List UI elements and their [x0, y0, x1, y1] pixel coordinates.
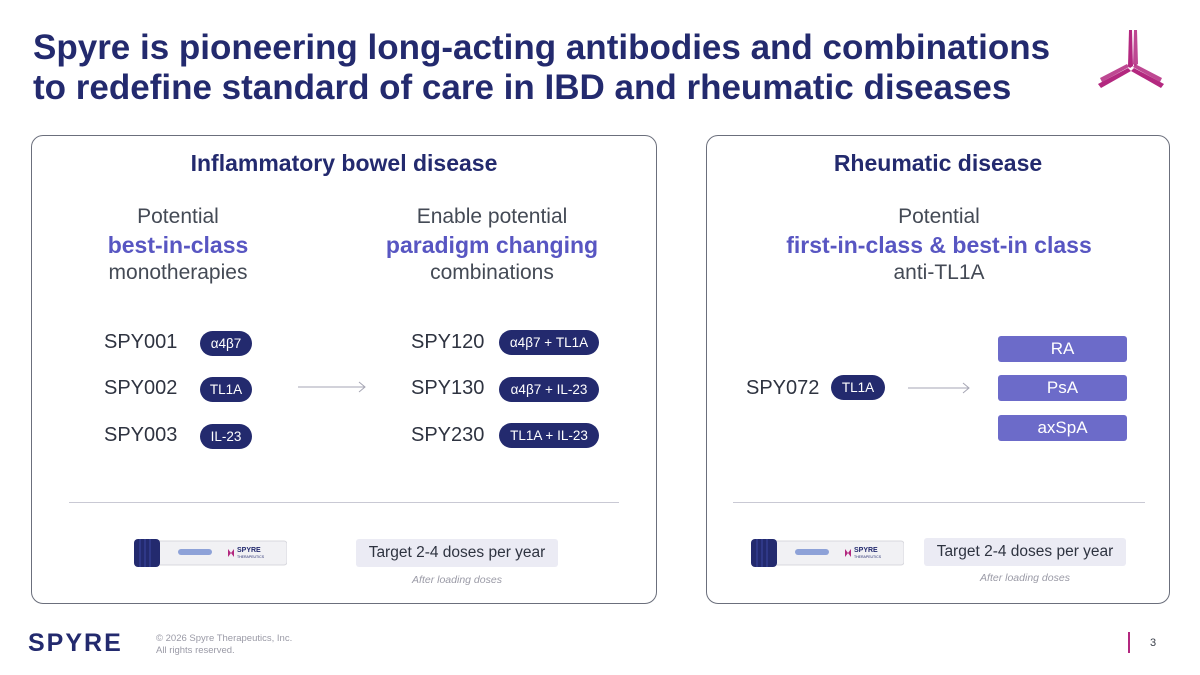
page-title: Spyre is pioneering long-acting antibodi…	[33, 28, 1093, 108]
rheum-line1: Potential	[898, 205, 980, 228]
arrow-right-icon	[298, 381, 366, 393]
ibd-combo-header: Enable potential paradigm changing combi…	[352, 203, 632, 287]
rheum-divider	[733, 502, 1145, 503]
ibd-mono-line3: monotherapies	[108, 261, 248, 284]
ibd-dose-target: Target 2-4 doses per year	[356, 539, 558, 567]
copyright: © 2026 Spyre Therapeutics, Inc. All righ…	[156, 633, 292, 657]
rheum-dose-target: Target 2-4 doses per year	[924, 538, 1126, 566]
indication-box: axSpA	[998, 415, 1127, 441]
footer-logo: SPYRE	[28, 629, 123, 657]
mono-target-pill: TL1A	[200, 377, 252, 402]
rheum-line3: anti-TL1A	[893, 261, 985, 284]
mono-drug-name: SPY002	[104, 377, 178, 399]
ibd-panel: Inflammatory bowel disease Potential bes…	[31, 135, 657, 604]
rheum-dose-note: After loading doses	[980, 572, 1070, 584]
copyright-line-1: © 2026 Spyre Therapeutics, Inc.	[156, 633, 293, 644]
svg-text:THERAPEUTICS: THERAPEUTICS	[854, 555, 882, 559]
indication-box: PsA	[998, 375, 1127, 401]
svg-text:SPYRE: SPYRE	[237, 547, 261, 554]
arrow-right-icon	[908, 382, 970, 394]
combo-target-pill: α4β7 + IL-23	[499, 377, 599, 402]
combo-target-pill: α4β7 + TL1A	[499, 330, 599, 355]
title-line-1: Spyre is pioneering long-acting antibodi…	[33, 28, 1051, 67]
combo-drug-name: SPY230	[411, 424, 485, 446]
spyre-logo-mark-icon	[1098, 30, 1164, 88]
rheum-drug-name: SPY072	[746, 377, 820, 399]
combo-target-pill: TL1A + IL-23	[499, 423, 599, 448]
footer-accent-bar	[1128, 632, 1130, 653]
ibd-divider	[69, 502, 619, 503]
mono-target-pill: IL-23	[200, 424, 252, 449]
ibd-heading: Inflammatory bowel disease	[190, 150, 498, 176]
page-number: 3	[1150, 637, 1157, 649]
svg-text:SPYRE: SPYRE	[854, 547, 878, 554]
mono-drug-name: SPY001	[104, 331, 178, 353]
title-line-2: to redefine standard of care in IBD and …	[33, 68, 1012, 107]
rheum-highlight: first-in-class & best-in class	[786, 232, 1092, 258]
rheum-panel: Rheumatic disease Potential first-in-cla…	[706, 135, 1170, 604]
ibd-dose-note: After loading doses	[412, 574, 502, 586]
mono-drug-name: SPY003	[104, 424, 178, 446]
rheum-header: Potential first-in-class & best-in class…	[737, 203, 1141, 287]
rheum-target-pill: TL1A	[831, 375, 885, 400]
ibd-combo-highlight: paradigm changing	[385, 232, 599, 258]
combo-drug-name: SPY120	[411, 331, 485, 353]
ibd-mono-highlight: best-in-class	[107, 232, 249, 258]
ibd-combo-line1: Enable potential	[416, 205, 568, 228]
ibd-mono-line1: Potential	[137, 205, 219, 228]
ibd-combo-line3: combinations	[430, 261, 554, 284]
ibd-mono-header: Potential best-in-class monotherapies	[48, 203, 308, 287]
combo-drug-name: SPY130	[411, 377, 485, 399]
copyright-line-2: All rights reserved.	[156, 645, 235, 656]
rheum-heading: Rheumatic disease	[833, 150, 1043, 176]
autoinjector-pen-image: SPYRE THERAPEUTICS	[134, 539, 287, 567]
autoinjector-pen-image: SPYRE THERAPEUTICS	[751, 539, 904, 567]
indication-box: RA	[998, 336, 1127, 362]
svg-text:THERAPEUTICS: THERAPEUTICS	[237, 555, 265, 559]
mono-target-pill: α4β7	[200, 331, 252, 356]
